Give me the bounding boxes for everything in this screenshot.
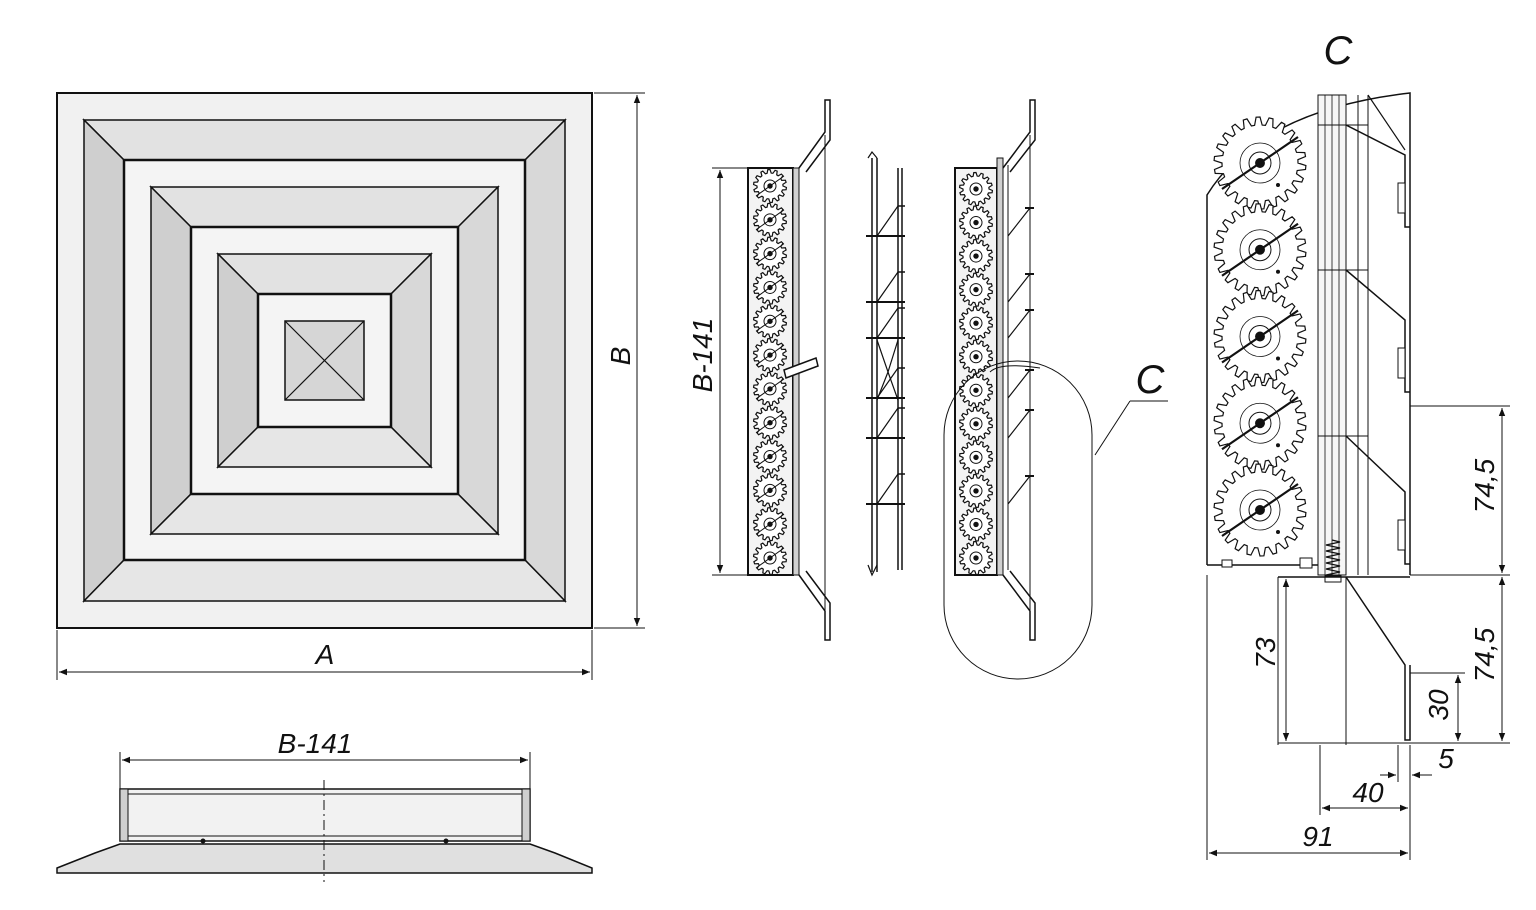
right-blade-set (1007, 207, 1034, 505)
side-section-view (747, 99, 831, 641)
gear (958, 406, 994, 441)
spring (1324, 539, 1342, 583)
label-c-detail: C (1324, 29, 1354, 73)
gear (958, 272, 994, 307)
dimension-b141-side: B-141 (687, 167, 748, 576)
gear (752, 507, 788, 542)
detail-blade-set (1318, 94, 1410, 565)
gear (752, 168, 788, 204)
detail-gear-column (1213, 116, 1307, 557)
bottom-section-view (56, 780, 593, 882)
gear (958, 238, 994, 274)
gear (958, 540, 994, 576)
gear (958, 306, 994, 341)
right-gear-column (958, 171, 994, 576)
front-view-diffuser (56, 92, 593, 629)
gear (958, 373, 994, 408)
gear (958, 473, 994, 509)
dim-40: 40 (1352, 777, 1384, 808)
gear (958, 205, 994, 240)
dimension-a: A (56, 630, 593, 680)
dim-74-5-upper: 74,5 (1469, 458, 1500, 513)
side-view-right: C (943, 99, 1168, 680)
gear (1213, 463, 1307, 557)
dim-74-5-lower: 74,5 (1469, 627, 1500, 682)
dim-73: 73 (1250, 637, 1281, 669)
gear (752, 371, 788, 407)
dim-5: 5 (1438, 743, 1454, 774)
gear (958, 339, 994, 374)
dim-30: 30 (1423, 689, 1454, 721)
label-c-callout: C (1136, 358, 1166, 402)
label-a: A (314, 639, 335, 670)
middle-blade-set (866, 150, 905, 577)
gear (1213, 289, 1307, 384)
label-b141-bottom: B-141 (278, 728, 353, 759)
side-gear-column (752, 168, 788, 576)
dimension-b141-bottom: B-141 (119, 728, 531, 789)
gear (752, 439, 788, 474)
middle-blade-view (866, 150, 905, 577)
detail-dimensions: 74,5 74,5 73 30 5 40 91 (1206, 405, 1510, 860)
detail-callout-outline (943, 360, 1093, 680)
gear (1213, 116, 1307, 210)
gear (752, 236, 788, 271)
label-b: B (605, 347, 636, 366)
gear (958, 507, 994, 542)
gear (752, 540, 788, 576)
gear (752, 202, 788, 237)
label-b141-side: B-141 (687, 318, 718, 393)
gear (752, 337, 788, 373)
gear (752, 304, 788, 339)
gear (1213, 376, 1307, 470)
detail-c-view: C (1206, 29, 1411, 745)
gear (752, 270, 788, 305)
dim-91: 91 (1302, 821, 1333, 852)
gear (958, 171, 994, 207)
gear (752, 405, 788, 440)
gear (1213, 203, 1307, 297)
gear (958, 440, 994, 475)
dimension-b: B (594, 92, 645, 629)
gear (752, 473, 788, 508)
